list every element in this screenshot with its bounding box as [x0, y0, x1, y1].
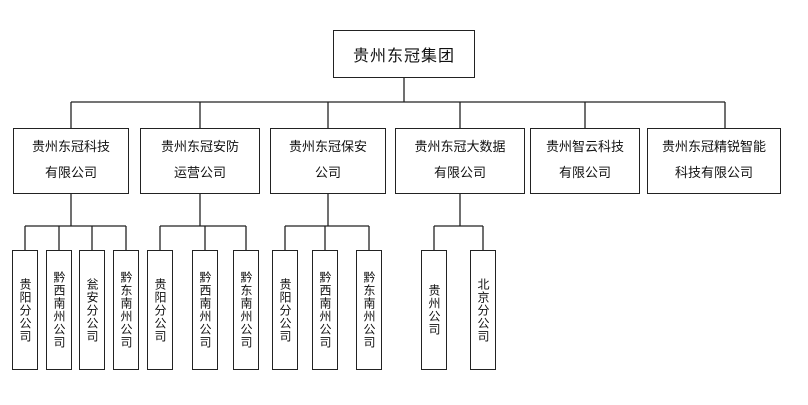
branch-box: 贵阳分公司: [147, 250, 173, 370]
branch-name: 黔东南州公司: [362, 271, 376, 349]
branch-box: 贵阳分公司: [272, 250, 298, 370]
company-name-line1: 贵州东冠保安: [288, 140, 367, 155]
branch-name: 贵阳分公司: [18, 277, 32, 343]
branch-box: 黔西南州公司: [312, 250, 338, 370]
branch-name: 北京分公司: [476, 277, 490, 343]
branch-box: 黔东南州公司: [356, 250, 382, 370]
branch-name: 黔西南州公司: [318, 271, 332, 349]
company-name-line2: 公司: [314, 166, 341, 181]
branch-box: 北京分公司: [470, 250, 496, 370]
branch-box: 黔东南州公司: [113, 250, 139, 370]
company-name-line2: 运营公司: [173, 166, 226, 181]
branch-name: 瓮安分公司: [85, 277, 99, 343]
branch-box: 黔西南州公司: [46, 250, 72, 370]
branch-name: 黔西南州公司: [198, 271, 212, 349]
branch-name: 贵州公司: [427, 284, 441, 336]
root-company-name: 贵州东冠集团: [352, 46, 455, 65]
root-company-box: 贵州东冠集团: [333, 30, 475, 78]
branch-name: 贵阳分公司: [153, 277, 167, 343]
company-box-dongguan-tech: 贵州东冠科技 有限公司: [13, 128, 129, 194]
company-name-line1: 贵州东冠大数据: [414, 140, 506, 155]
branch-name: 贵阳分公司: [278, 277, 292, 343]
branch-box: 瓮安分公司: [79, 250, 105, 370]
branch-box: 贵州公司: [421, 250, 447, 370]
branch-name: 黔东南州公司: [239, 271, 253, 349]
company-name-line2: 有限公司: [44, 166, 97, 181]
company-box-dongguan-jingrui: 贵州东冠精锐智能 科技有限公司: [647, 128, 781, 194]
company-box-dongguan-security-ops: 贵州东冠安防 运营公司: [140, 128, 260, 194]
company-name-line1: 贵州东冠科技: [31, 140, 110, 155]
branch-box: 贵阳分公司: [12, 250, 38, 370]
company-name-line1: 贵州东冠精锐智能: [661, 140, 766, 155]
branch-name: 黔西南州公司: [52, 271, 66, 349]
company-box-zhiyun-tech: 贵州智云科技 有限公司: [530, 128, 640, 194]
company-name-line1: 贵州东冠安防: [160, 140, 239, 155]
company-name-line2: 有限公司: [433, 166, 486, 181]
company-box-dongguan-bigdata: 贵州东冠大数据 有限公司: [395, 128, 525, 194]
company-box-dongguan-guard: 贵州东冠保安 公司: [270, 128, 386, 194]
branch-box: 黔西南州公司: [192, 250, 218, 370]
branch-name: 黔东南州公司: [119, 271, 133, 349]
branch-box: 黔东南州公司: [233, 250, 259, 370]
company-name-line2: 科技有限公司: [674, 166, 753, 181]
company-name-line2: 有限公司: [558, 166, 611, 181]
company-name-line1: 贵州智云科技: [545, 140, 624, 155]
